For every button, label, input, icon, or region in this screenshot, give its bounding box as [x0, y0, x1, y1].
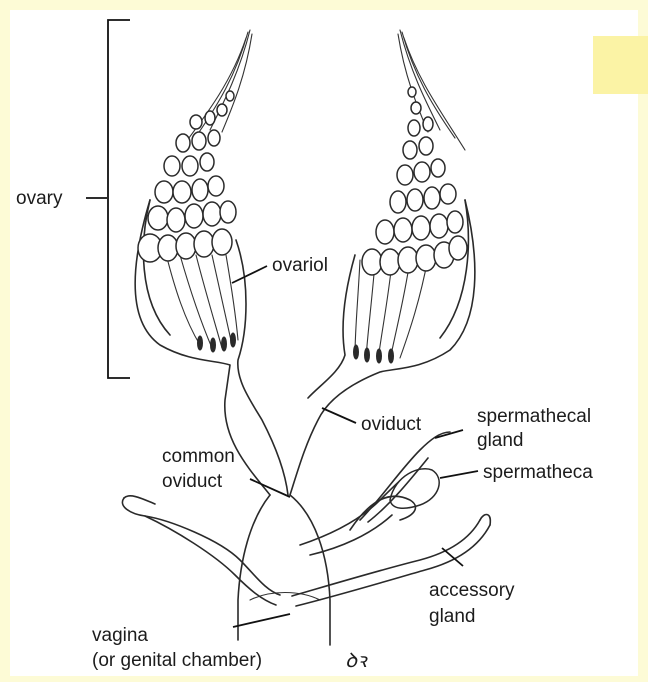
ovary-bracket	[86, 20, 130, 378]
label-vagina-line1: vagina	[92, 625, 148, 646]
label-ovary: ovary	[16, 188, 63, 209]
spermatheca-complex	[300, 432, 450, 555]
label-accessory-gland-line2: gland	[429, 606, 476, 627]
label-spermathecal-gland-line2: gland	[477, 430, 524, 451]
leader-lines	[232, 266, 478, 627]
label-vagina-line2: (or genital chamber)	[92, 650, 262, 671]
label-common-oviduct-line2: oviduct	[162, 471, 223, 492]
label-ovariol: ovariol	[272, 255, 328, 276]
label-spermathecal-gland-line1: spermathecal	[477, 406, 591, 427]
label-accessory-gland-line1: accessory	[429, 580, 515, 601]
left-ovary	[135, 30, 288, 495]
artist-signature: ꝺꝛ	[345, 648, 368, 672]
label-oviduct: oviduct	[361, 414, 422, 435]
label-spermatheca: spermatheca	[483, 462, 593, 483]
label-common-oviduct-line1: common	[162, 446, 235, 467]
